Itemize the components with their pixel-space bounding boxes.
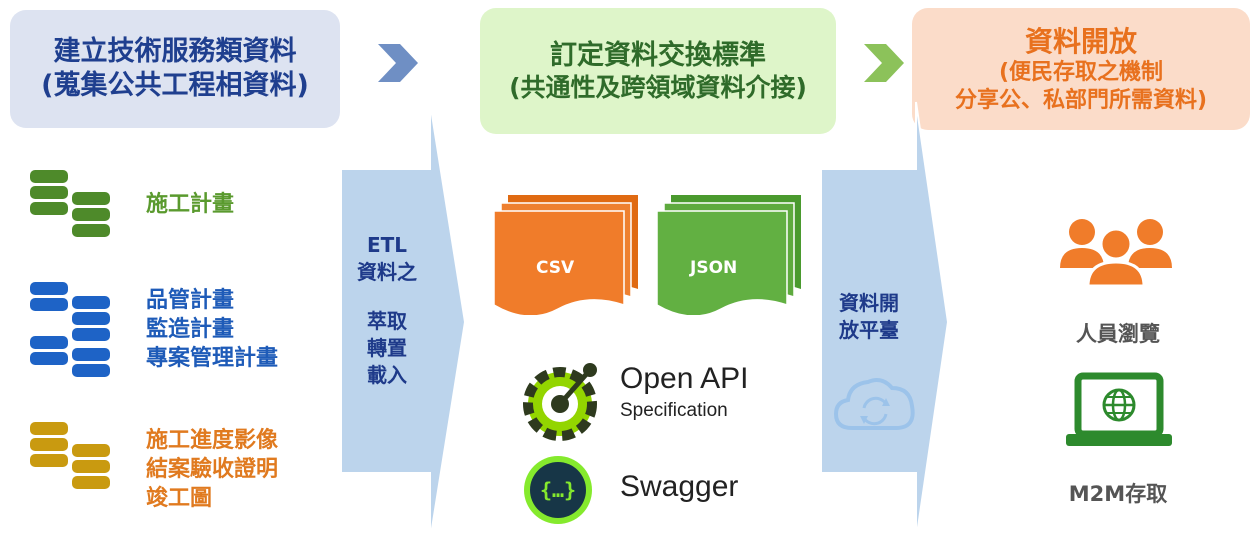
- openapi-logo-icon: [523, 363, 597, 441]
- csv-file-icon: [493, 195, 638, 315]
- csv-label: CSV: [536, 258, 575, 278]
- swagger-logo-icon: {…}: [524, 456, 592, 524]
- openapi-subtitle: Specification: [620, 400, 728, 421]
- stage-build-subtitle: (蒐集公共工程相資料): [41, 70, 309, 101]
- stage-build-header: 建立技術服務類資料 (蒐集公共工程相資料): [10, 10, 340, 128]
- output-m2m-label: M2M存取: [1068, 482, 1168, 506]
- database-icon: [30, 282, 110, 377]
- stage-build-title: 建立技術服務類資料: [53, 36, 297, 68]
- cloud-sync-icon: [833, 378, 915, 430]
- openapi-title: Open API: [620, 362, 749, 395]
- platform-arrow: [822, 101, 950, 542]
- source-label-quality-plans: 品管計畫 監造計畫 專案管理計畫: [146, 288, 279, 371]
- chevron-right-icon: [378, 44, 418, 82]
- stage-open-title: 資料開放: [1024, 25, 1137, 58]
- source-label-construction-plan: 施工計畫: [146, 192, 235, 217]
- stage-open-subtitle-1: (便民存取之機制: [998, 60, 1164, 85]
- source-label-progress-images: 施工進度影像 結案驗收證明 竣工圖: [146, 428, 279, 511]
- stage-standard-header: 訂定資料交換標準 (共通性及跨領域資料介接): [480, 8, 836, 134]
- stage-standard-subtitle: (共通性及跨領域資料介接): [509, 73, 807, 103]
- etl-arrow: [342, 101, 467, 542]
- json-file-icon: [656, 195, 801, 315]
- stage-open-header: 資料開放 (便民存取之機制 分享公、私部門所需資料): [912, 8, 1250, 130]
- output-browse-label: 人員瀏覽: [1076, 322, 1160, 346]
- people-icon: [1060, 219, 1172, 288]
- database-icon: [30, 422, 110, 489]
- stage-open-subtitle-2: 分享公、私部門所需資料): [954, 87, 1208, 113]
- laptop-globe-icon: [1066, 372, 1172, 446]
- chevron-right-icon: [864, 44, 904, 82]
- etl-label: ETL 資料之 萃取 轉置 載入: [357, 233, 417, 387]
- platform-label: 資料開 放平臺: [839, 291, 899, 342]
- database-icon: [30, 170, 110, 237]
- swagger-title: Swagger: [620, 470, 739, 503]
- json-label: JSON: [690, 258, 738, 278]
- stage-standard-title: 訂定資料交換標準: [550, 39, 766, 71]
